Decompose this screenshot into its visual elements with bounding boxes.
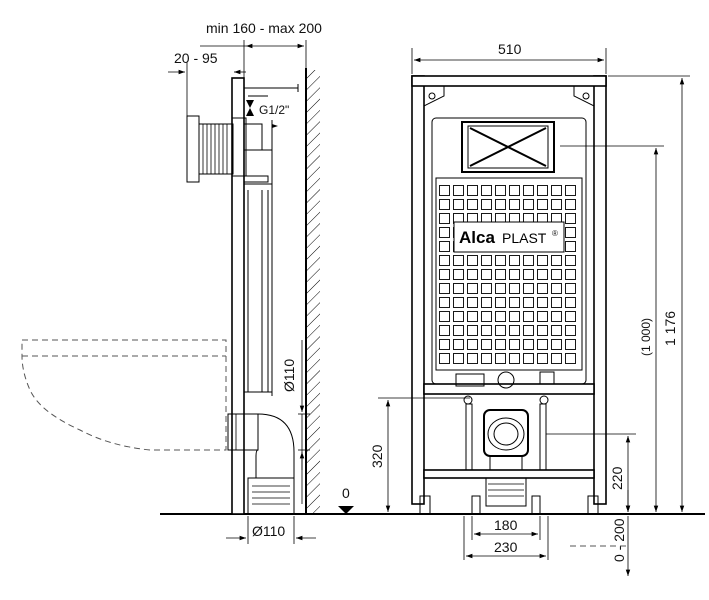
dim-outlet-height: 320: [369, 444, 385, 468]
right-post: [593, 75, 607, 505]
wall: [305, 68, 320, 514]
outlet-connector: [455, 371, 555, 507]
dim-width-total: 510: [498, 41, 522, 57]
front-view: Alca PLAST ®: [369, 41, 690, 576]
left-foot: [419, 495, 431, 515]
cistern-body: [431, 117, 587, 385]
dim-outlet-pipe: Ø110: [252, 523, 285, 539]
dim-height-total: 1 176: [662, 311, 678, 346]
outlet-bend: [227, 413, 295, 515]
brand-registered: ®: [552, 229, 558, 238]
dim-thread: G1/2": [259, 103, 289, 117]
top-rail: [411, 75, 607, 87]
side-view: min 160 - max 200 20 - 95 G1/2" Ø110 Ø11…: [21, 20, 705, 544]
dim-zero-level: 0: [342, 485, 350, 501]
dim-adjust-range: 0 - 200: [611, 518, 627, 562]
bottom-rail: [423, 469, 595, 479]
left-post: [411, 75, 425, 505]
dim-outlet-height-2: 220: [609, 466, 625, 490]
dim-flush-pipe: Ø110: [281, 359, 297, 392]
cross-rail: [423, 383, 595, 395]
brand-name-regular: PLAST: [502, 230, 547, 246]
brand-name-bold: Alca: [459, 228, 495, 247]
flush-connector: [186, 115, 247, 183]
service-opening: [461, 121, 555, 173]
dim-height-flush: (1 000): [639, 318, 653, 356]
dim-wall-gap: min 160 - max 200: [206, 20, 322, 36]
brand-logo: Alca PLAST ®: [453, 221, 565, 253]
dim-feet-outer: 230: [494, 539, 518, 555]
frame-profile: [231, 77, 299, 515]
right-foot: [587, 495, 599, 515]
dim-pipe-offset: 20 - 95: [174, 50, 218, 66]
cistern-grid: [438, 184, 578, 366]
dim-feet-inner: 180: [494, 517, 518, 533]
